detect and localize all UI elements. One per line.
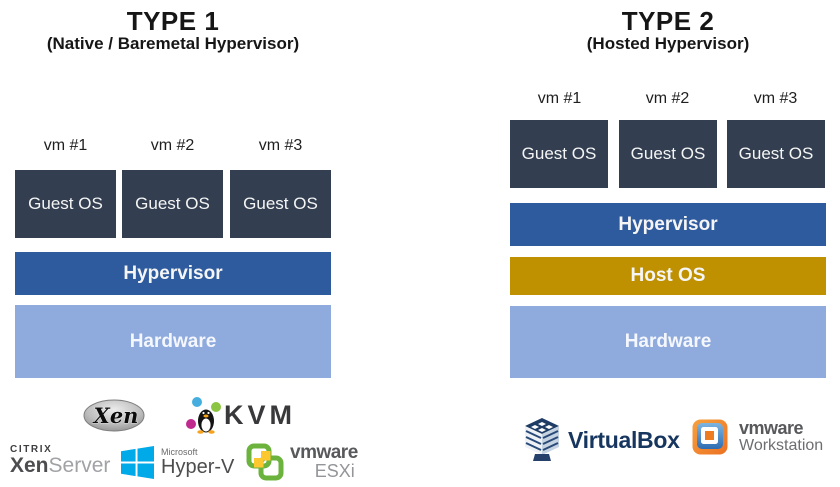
type2-vm2-label: vm #2 (645, 90, 690, 107)
hyperv-text-block: Microsoft Hyper-V (161, 447, 234, 478)
type2-host-os-layer: Host OS (510, 257, 826, 295)
type2-title: TYPE 2 (621, 6, 715, 36)
xenserver-text-bold: Xen (10, 454, 49, 477)
kvm-tux-icon (186, 397, 221, 434)
type1-guest-os-box-3: Guest OS (230, 170, 331, 238)
type2-vm1-label: vm #1 (537, 90, 582, 107)
type1-vm1-label: vm #1 (43, 137, 88, 154)
windows-flag-icon (121, 446, 154, 479)
esxi-text-block: vmware ESXi (290, 441, 358, 481)
xenserver-text-light: Server (48, 454, 111, 477)
virtualbox-logo-text: VirtualBox (568, 426, 680, 453)
type1-hypervisor-layer: Hypervisor (15, 252, 331, 295)
type2-hypervisor-layer: Hypervisor (510, 203, 826, 246)
type1-title: TYPE 1 (126, 6, 220, 36)
xen-logo: Xen (83, 399, 149, 437)
xen-logo-icon: Xen (83, 399, 145, 432)
microsoft-brand-text: Microsoft (161, 447, 198, 457)
type2-subtitle: (Hosted Hypervisor) (586, 34, 750, 53)
workstation-name-text: Workstation (739, 436, 824, 454)
citrix-brand-text: CITRIX (10, 444, 53, 455)
type2-hardware-layer: Hardware (510, 306, 826, 378)
workstation-text-block: vmware Workstation (739, 417, 824, 455)
esxi-boxes-icon (246, 443, 284, 481)
type1-guest-os-box-2: Guest OS (122, 170, 223, 238)
vmware-workstation-icon (692, 419, 728, 455)
hyperv-logo: Microsoft Hyper-V (121, 446, 234, 479)
vmware-esxi-logo: vmware ESXi (246, 443, 358, 481)
vmware-workstation-logo: vmware Workstation (692, 419, 823, 455)
type2-vm3-label: vm #3 (753, 90, 798, 107)
kvm-logo: KVM (186, 396, 296, 434)
type1-vm3-label: vm #3 (258, 137, 303, 154)
type1-vm2-label: vm #2 (150, 137, 195, 154)
xen-logo-text: Xen (92, 403, 139, 428)
citrix-xenserver-logo: CITRIX XenServer (10, 444, 110, 477)
esxi-name-text: ESXi (314, 460, 355, 481)
type1-hardware-layer: Hardware (15, 305, 331, 378)
type1-subtitle: (Native / Baremetal Hypervisor) (46, 34, 300, 53)
hyperv-name-text: Hyper-V (161, 456, 235, 478)
type2-guest-os-box-1: Guest OS (510, 120, 608, 188)
type2-guest-os-box-2: Guest OS (619, 120, 717, 188)
virtualbox-logo: VirtualBox (522, 417, 680, 463)
virtualbox-cube-icon (525, 418, 559, 461)
type1-guest-os-box-1: Guest OS (15, 170, 116, 238)
type2-guest-os-box-3: Guest OS (727, 120, 825, 188)
xenserver-text: XenServer (10, 455, 110, 477)
kvm-logo-text: KVM (224, 399, 296, 430)
vmware-brand-text-2: vmware (739, 417, 804, 438)
vmware-brand-text: vmware (290, 441, 358, 463)
